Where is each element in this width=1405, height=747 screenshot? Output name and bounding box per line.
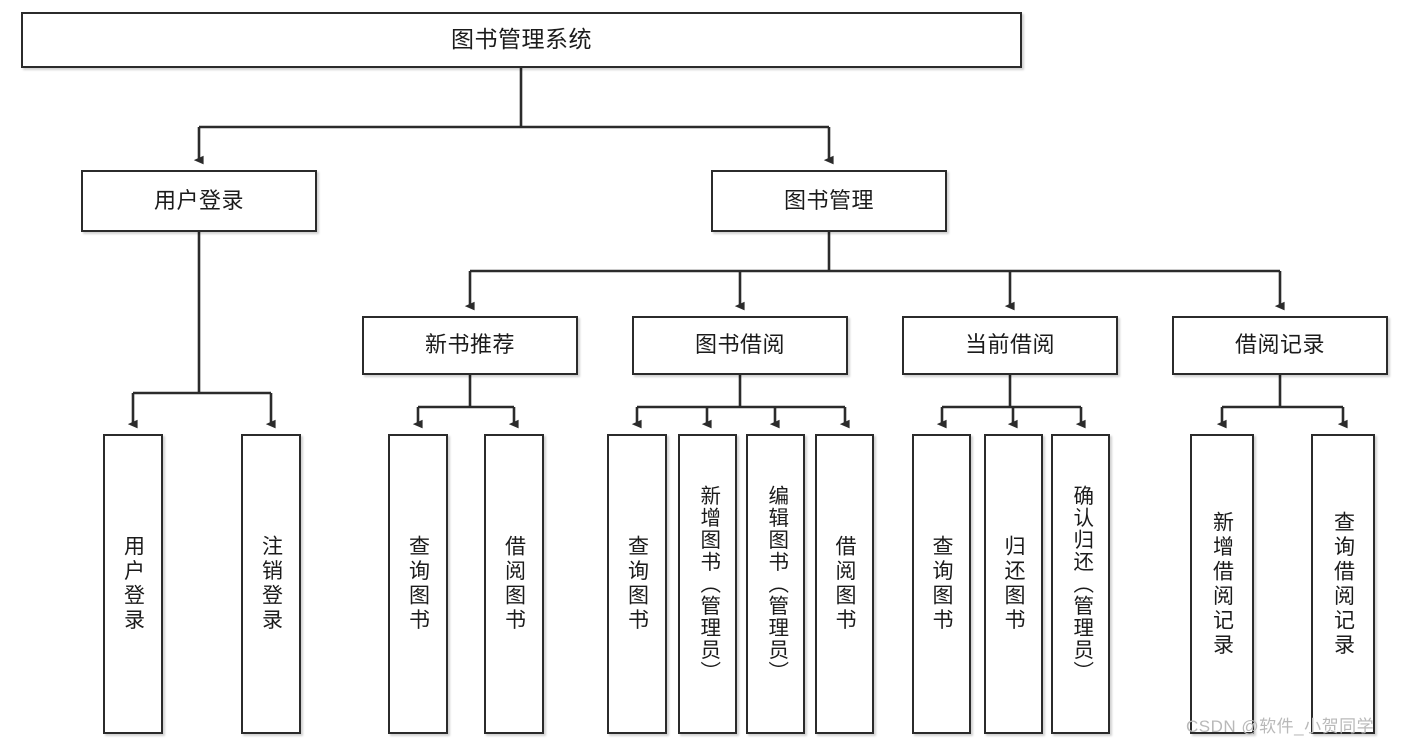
leaf-edit-book-admin[interactable]: 编辑图书（管理员） (746, 434, 805, 734)
node-current-borrow[interactable]: 当前借阅 (902, 316, 1118, 375)
node-borrow-record[interactable]: 借阅记录 (1172, 316, 1388, 375)
node-user-login[interactable]: 用户登录 (81, 170, 317, 232)
node-label: 新增借阅记录 (1210, 510, 1234, 658)
node-label: 查询图书 (625, 535, 649, 633)
leaf-confirm-return-admin[interactable]: 确认归还（管理员） (1051, 434, 1110, 734)
node-label: 借阅图书 (502, 535, 526, 633)
node-label: 注销登录 (259, 535, 283, 633)
csdn-watermark: CSDN @软件_小贺同学 (1186, 717, 1375, 736)
node-label: 新书推荐 (424, 332, 515, 358)
node-label: 借阅图书 (833, 535, 856, 633)
node-label: 图书管理 (783, 187, 874, 213)
node-label: 当前借阅 (964, 332, 1055, 358)
leaf-borrow-book-1[interactable]: 借阅图书 (484, 434, 544, 734)
leaf-borrow-book-2[interactable]: 借阅图书 (815, 434, 874, 734)
node-label: 借阅记录 (1234, 332, 1325, 358)
node-label: 用户登录 (153, 187, 244, 213)
leaf-return-book[interactable]: 归还图书 (984, 434, 1043, 734)
node-book-management[interactable]: 图书管理 (711, 170, 947, 232)
leaf-query-book-1[interactable]: 查询图书 (388, 434, 448, 734)
node-book-borrow[interactable]: 图书借阅 (632, 316, 848, 375)
node-label: 新增图书（管理员） (696, 485, 720, 683)
leaf-query-borrow-record[interactable]: 查询借阅记录 (1311, 434, 1375, 734)
node-label: 编辑图书（管理员） (764, 485, 788, 683)
leaf-add-book-admin[interactable]: 新增图书（管理员） (678, 434, 737, 734)
node-label: 图书借阅 (694, 332, 785, 358)
leaf-logout-login[interactable]: 注销登录 (241, 434, 301, 734)
node-label: 用户登录 (121, 535, 145, 633)
node-label: 查询图书 (930, 535, 953, 633)
leaf-query-book-2[interactable]: 查询图书 (607, 434, 667, 734)
node-root-system[interactable]: 图书管理系统 (21, 12, 1022, 68)
node-label: 查询借阅记录 (1331, 510, 1355, 658)
node-label: 归还图书 (1002, 535, 1025, 633)
node-label: 图书管理系统 (451, 26, 592, 53)
node-label: 确认归还（管理员） (1069, 485, 1093, 683)
node-label: 查询图书 (406, 535, 430, 633)
leaf-add-borrow-record[interactable]: 新增借阅记录 (1190, 434, 1254, 734)
leaf-user-login[interactable]: 用户登录 (103, 434, 163, 734)
leaf-query-book-3[interactable]: 查询图书 (912, 434, 971, 734)
node-new-book-recommend[interactable]: 新书推荐 (362, 316, 578, 375)
